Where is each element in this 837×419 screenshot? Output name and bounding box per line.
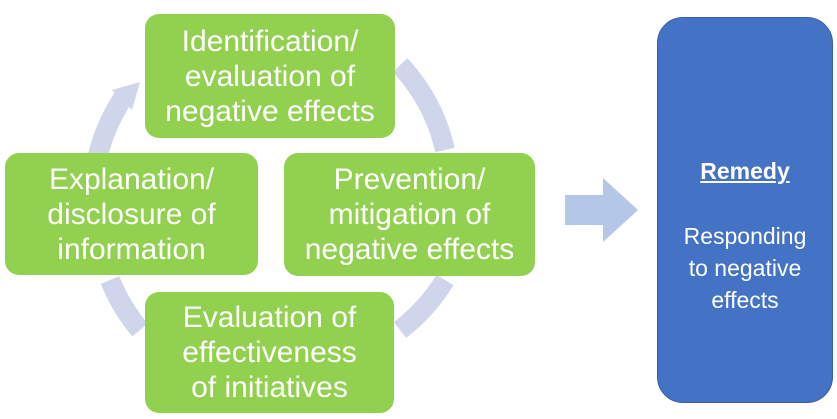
remedy-text: Responding <box>683 223 807 249</box>
step-text: disclosure of <box>47 197 216 231</box>
flow-arrow-icon <box>565 178 638 242</box>
step-identification: Identification/ evaluation of negative e… <box>145 14 395 138</box>
cycle-arc-top-right <box>392 58 455 153</box>
step-explanation: Explanation/ disclosure of information <box>5 153 258 275</box>
step-text: negative effects <box>165 94 375 128</box>
step-text: mitigation of <box>328 198 491 231</box>
remedy-title: Remedy <box>700 158 790 184</box>
cycle-arc-bottom-left <box>100 276 148 337</box>
remedy-text: to negative <box>688 255 802 281</box>
step-text: Evaluation of <box>182 301 357 334</box>
remedy-box: Remedy Responding to negative effects <box>657 17 833 403</box>
step-text: effectiveness <box>182 336 357 369</box>
remedy-text: effects <box>711 287 779 313</box>
step-text: evaluation of <box>184 59 356 93</box>
step-evaluation: Evaluation of effectiveness of initiativ… <box>145 292 394 413</box>
step-prevention: Prevention/ mitigation of negative effec… <box>284 153 535 276</box>
cycle-arc-right-bottom <box>393 274 454 338</box>
cycle-arrowhead-icon <box>112 82 140 110</box>
step-text: of initiatives <box>191 371 348 404</box>
step-text: information <box>57 232 206 266</box>
step-text: negative effects <box>304 233 515 266</box>
step-text: Identification/ <box>181 24 359 58</box>
step-text: Prevention/ <box>333 163 486 196</box>
step-text: Explanation/ <box>48 162 215 196</box>
remedy-description: Responding to negative effects <box>658 220 832 316</box>
